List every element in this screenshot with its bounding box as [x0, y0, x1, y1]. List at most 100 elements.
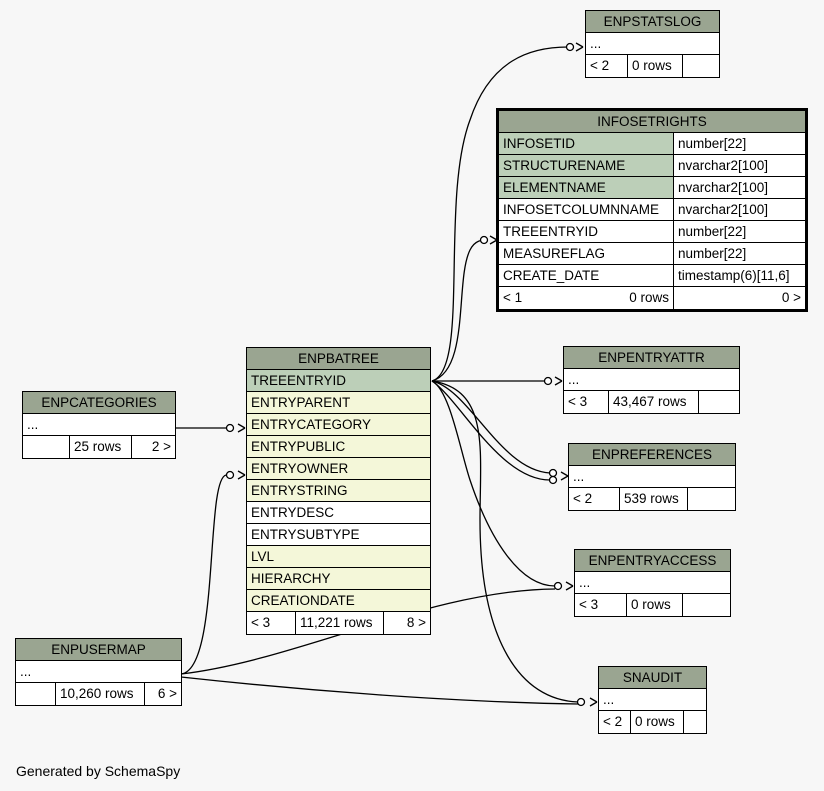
table-body-ellipsis: ... — [573, 469, 585, 484]
column-name: STRUCTURENAME — [503, 158, 626, 173]
column-row: ENTRYPARENT — [247, 392, 430, 414]
table-snaudit[interactable]: SNAUDIT ... < 2 0 rows — [598, 666, 707, 734]
edge-batree-snaudit — [431, 380, 598, 707]
parent-count: < 1 — [503, 290, 523, 305]
column-row: INFOSETID number[22] — [499, 133, 805, 155]
child-count: 8 > — [383, 612, 430, 634]
parent-count: < 2 — [573, 491, 593, 506]
table-body-ellipsis: ... — [603, 692, 615, 707]
column-name: ENTRYSTRING — [251, 483, 348, 498]
column-row: ENTRYOWNER — [247, 458, 430, 480]
table-header: ENPENTRYATTR — [564, 347, 739, 369]
table-header: ENPSTATSLOG — [586, 11, 719, 33]
column-row: INFOSETCOLUMNNAME nvarchar2[100] — [499, 199, 805, 221]
child-count — [682, 594, 730, 616]
column-name: ENTRYDESC — [251, 505, 335, 520]
column-type: timestamp(6)[11,6] — [673, 265, 805, 286]
column-name: ENTRYPUBLIC — [251, 439, 346, 454]
child-count — [698, 391, 739, 413]
column-type: nvarchar2[100] — [673, 155, 805, 176]
column-name: ENTRYOWNER — [251, 461, 349, 476]
edge-categories-batree — [176, 423, 246, 433]
table-enpentryattr[interactable]: ENPENTRYATTR ... < 3 43,467 rows — [563, 346, 740, 414]
row-count: 0 rows — [629, 290, 669, 305]
column-row: MEASUREFLAG number[22] — [499, 243, 805, 265]
edge-batree-infosetrights — [431, 235, 498, 382]
column-name: ELEMENTNAME — [503, 180, 606, 195]
column-type: number[22] — [673, 221, 805, 242]
edge-batree-entryaccess — [431, 380, 574, 591]
table-enpstatslog[interactable]: ENPSTATSLOG ... < 2 0 rows — [585, 10, 720, 78]
column-name: ENTRYPARENT — [251, 395, 351, 410]
child-count: 2 > — [131, 436, 175, 458]
parent-count: < 3 — [251, 615, 271, 630]
table-enpcategories[interactable]: ENPCATEGORIES ... 25 rows 2 > — [22, 391, 176, 459]
column-row: CREATIONDATE — [247, 590, 430, 612]
column-name: CREATE_DATE — [503, 268, 600, 283]
edge-batree-statslog — [431, 42, 584, 382]
row-count: 11,221 rows — [295, 612, 383, 634]
column-type: nvarchar2[100] — [673, 177, 805, 198]
column-name: ENTRYCATEGORY — [251, 417, 372, 432]
column-name: TREEENTRYID — [503, 224, 599, 239]
table-header: ENPREFERENCES — [569, 444, 735, 466]
table-enpentryaccess[interactable]: ENPENTRYACCESS ... < 3 0 rows — [574, 549, 731, 617]
column-type: number[22] — [673, 243, 805, 264]
parent-count: < 2 — [603, 714, 623, 729]
table-header: SNAUDIT — [599, 667, 706, 689]
edge-batree-preferences — [431, 380, 569, 485]
row-count: 25 rows — [69, 436, 131, 458]
table-enpbatree[interactable]: ENPBATREE TREEENTRYID ENTRYPARENT ENTRYC… — [246, 347, 431, 635]
edge-batree-entryattr — [432, 376, 563, 386]
table-body-ellipsis: ... — [20, 664, 32, 679]
column-row: LVL — [247, 546, 430, 568]
column-row: ENTRYCATEGORY — [247, 414, 430, 436]
column-name: LVL — [251, 549, 275, 564]
table-header: ENPBATREE — [247, 348, 430, 370]
table-body-ellipsis: ... — [27, 417, 39, 432]
parent-count — [23, 436, 69, 458]
child-count — [682, 55, 719, 77]
table-infosetrights[interactable]: INFOSETRIGHTS INFOSETID number[22] STRUC… — [496, 108, 808, 312]
column-row: ENTRYSUBTYPE — [247, 524, 430, 546]
child-count: 6 > — [144, 683, 181, 705]
column-name: ENTRYSUBTYPE — [251, 527, 360, 542]
column-row: ENTRYPUBLIC — [247, 436, 430, 458]
child-count — [687, 488, 735, 510]
row-count: 539 rows — [619, 488, 687, 510]
column-name: INFOSETCOLUMNNAME — [503, 202, 660, 217]
column-row: STRUCTURENAME nvarchar2[100] — [499, 155, 805, 177]
table-header: ENPUSERMAP — [16, 639, 181, 661]
table-enpusermap[interactable]: ENPUSERMAP ... 10,260 rows 6 > — [15, 638, 182, 706]
table-enpreferences[interactable]: ENPREFERENCES ... < 2 539 rows — [568, 443, 736, 511]
column-type: nvarchar2[100] — [673, 199, 805, 220]
table-body-ellipsis: ... — [579, 575, 591, 590]
parent-count: < 3 — [579, 597, 599, 612]
column-row: ENTRYSTRING — [247, 480, 430, 502]
table-body-ellipsis: ... — [568, 372, 580, 387]
table-header: INFOSETRIGHTS — [499, 111, 805, 133]
generated-by-label: Generated by SchemaSpy — [16, 763, 181, 779]
edge-usermap-snaudit — [180, 676, 579, 705]
table-body-ellipsis: ... — [590, 36, 602, 51]
row-count: 10,260 rows — [55, 683, 144, 705]
row-count: 0 rows — [626, 594, 682, 616]
column-row: HIERARCHY — [247, 568, 430, 590]
row-count: 43,467 rows — [608, 391, 698, 413]
table-header: ENPCATEGORIES — [23, 392, 175, 414]
row-count: 0 rows — [630, 711, 683, 733]
column-row: ENTRYDESC — [247, 502, 430, 524]
column-type: number[22] — [673, 133, 805, 154]
parent-count: < 2 — [590, 58, 610, 73]
parent-count: < 3 — [568, 394, 588, 409]
edge-usermap-batree — [180, 470, 246, 675]
row-count: 0 rows — [627, 55, 682, 77]
column-row: ELEMENTNAME nvarchar2[100] — [499, 177, 805, 199]
column-row: CREATE_DATE timestamp(6)[11,6] — [499, 265, 805, 287]
parent-count — [16, 683, 55, 705]
child-count: 0 > — [673, 287, 805, 309]
column-name: HIERARCHY — [251, 571, 331, 586]
column-name: MEASUREFLAG — [503, 246, 606, 261]
child-count — [683, 711, 706, 733]
column-name: TREEENTRYID — [251, 373, 347, 388]
